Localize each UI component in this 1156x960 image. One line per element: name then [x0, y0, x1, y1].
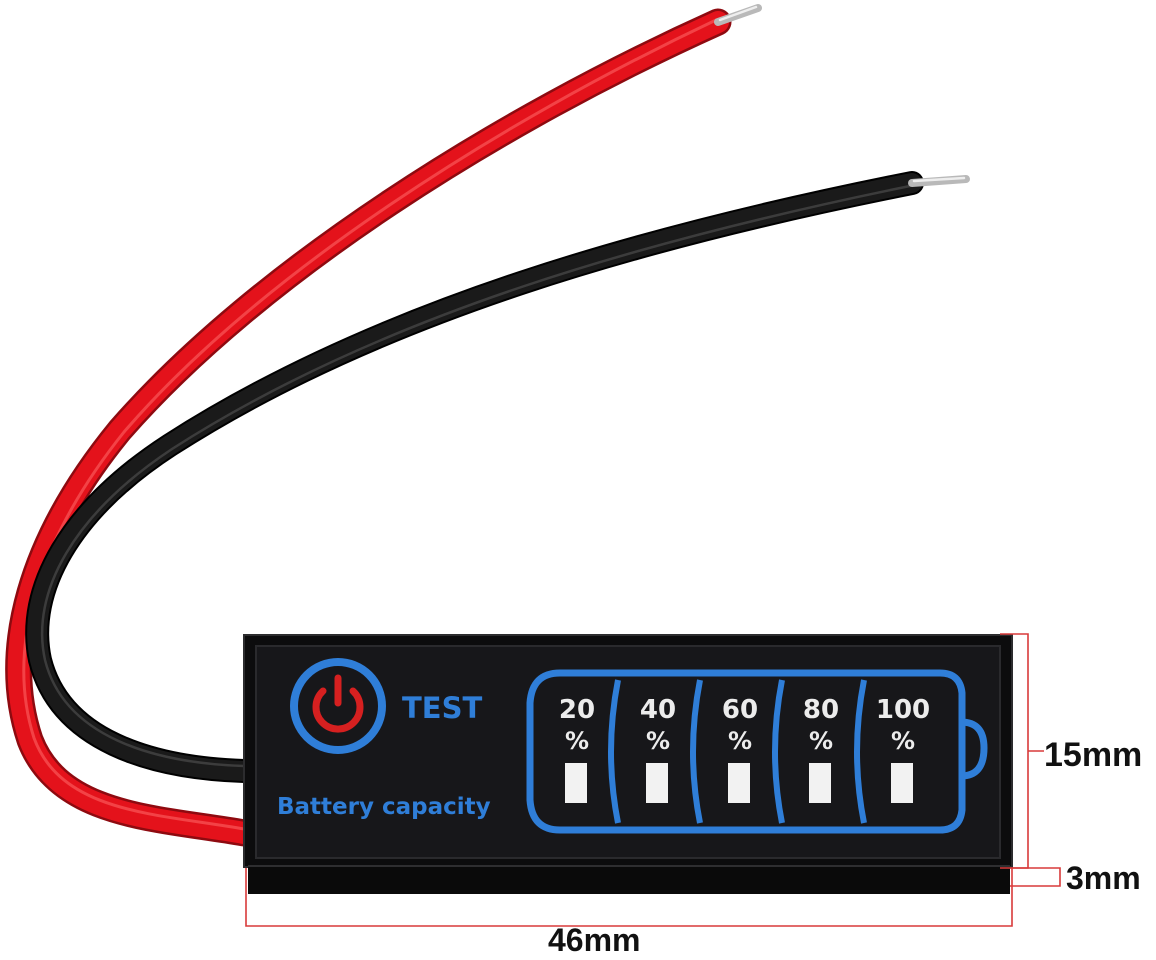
- level-20: 20 %: [559, 695, 595, 803]
- test-label: TEST: [402, 691, 482, 725]
- led-indicator: [891, 763, 913, 803]
- led-indicator: [728, 763, 750, 803]
- level-value: 100: [876, 695, 930, 725]
- red-wire: [5, 4, 762, 847]
- depth-dimension-line: [1010, 867, 1061, 887]
- width-dimension-label: 46mm: [548, 922, 641, 958]
- level-percent-sign: %: [565, 727, 589, 755]
- level-100: 100 %: [876, 695, 930, 803]
- level-40: 40 %: [640, 695, 676, 803]
- level-percent-sign: %: [646, 727, 670, 755]
- battery-indicator-module: TEST Battery capacity 20 % 40 % 60 %: [243, 634, 1013, 894]
- display-panel: [256, 646, 1000, 858]
- dimension-lines: [245, 633, 1061, 927]
- battery-outline-icon: [526, 669, 988, 834]
- black-wire: [25, 171, 970, 783]
- led-indicator: [809, 763, 831, 803]
- level-value: 20: [559, 695, 595, 725]
- level-80: 80 %: [803, 695, 839, 803]
- height-dimension-label: 15mm: [1044, 736, 1143, 774]
- led-indicator: [565, 763, 587, 803]
- width-dimension-line: [245, 868, 1013, 927]
- level-60: 60 %: [722, 695, 758, 803]
- battery-capacity-caption: Battery capacity: [277, 794, 491, 820]
- led-indicator: [646, 763, 668, 803]
- level-value: 60: [722, 695, 758, 725]
- level-value: 80: [803, 695, 839, 725]
- level-value: 40: [640, 695, 676, 725]
- depth-dimension-label: 3mm: [1066, 860, 1141, 896]
- power-button-icon: [290, 658, 386, 754]
- level-percent-sign: %: [809, 727, 833, 755]
- level-percent-sign: %: [891, 727, 915, 755]
- level-percent-sign: %: [728, 727, 752, 755]
